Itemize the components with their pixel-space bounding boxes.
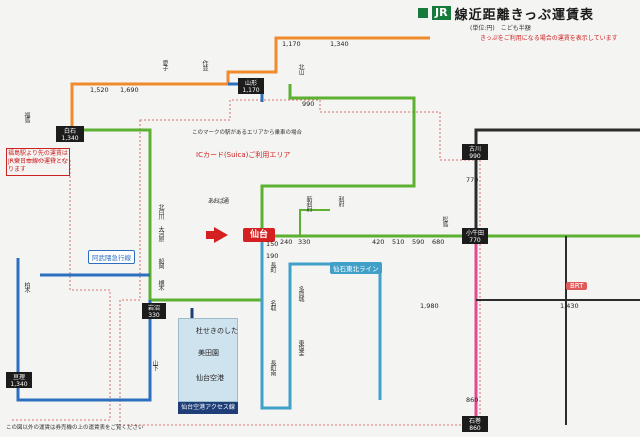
fare-label: 770 xyxy=(466,176,479,184)
senseki-tohoku-line-label: 仙石東北ライン xyxy=(330,262,382,274)
rifu-branch xyxy=(299,209,330,236)
station-sakunami[interactable]: 作並 xyxy=(201,60,208,70)
fare-label: 150 xyxy=(266,240,279,248)
station-natori[interactable]: 名取 xyxy=(269,300,276,310)
station-nagamachi[interactable]: 長町 xyxy=(269,262,276,272)
header-marker-icon xyxy=(418,8,428,18)
station-morisekinoshita[interactable]: 杜せきのした xyxy=(196,327,238,335)
airport-access-title: 仙台空港アクセス線 xyxy=(178,402,238,414)
station-higashi-shiogama[interactable]: 東塩釜 xyxy=(297,340,304,355)
brt-label: BRT xyxy=(566,282,588,290)
station-aoba-dori[interactable]: あおば通 xyxy=(208,198,229,205)
fare-label: 330 xyxy=(298,238,311,246)
station-kitayama[interactable]: 北山 xyxy=(297,64,304,74)
station-mitazono[interactable]: 美田園 xyxy=(198,349,219,357)
fare-label: 510 xyxy=(392,238,405,246)
board-subtitle: (単位:円) こども半額 xyxy=(470,25,531,32)
fare-label: 420 xyxy=(372,238,385,246)
abukuma-line-label: 阿武隈急行線 xyxy=(88,250,135,264)
board-header: JR 線近距離きっぷ運賃表 xyxy=(418,3,594,23)
station-funaoka[interactable]: 船岡 xyxy=(157,258,164,268)
station-matsushima[interactable]: 松島 xyxy=(441,216,448,226)
board-title: 線近距離きっぷ運賃表 xyxy=(454,7,595,23)
current-station-arrow-icon xyxy=(214,227,228,243)
rikuu-line xyxy=(474,128,640,236)
fare-label: 590 xyxy=(412,238,425,246)
ic-area-border xyxy=(119,99,481,426)
fare-label: 1,520 xyxy=(90,86,109,94)
station-kita-shirakawa[interactable]: 北白川 xyxy=(157,204,164,219)
station-fukushima[interactable]: 福島 xyxy=(23,112,30,122)
airport-access-panel xyxy=(178,318,238,402)
current-station-arrow-shaft xyxy=(206,231,215,239)
station-sendai[interactable]: 仙台 xyxy=(243,228,275,242)
station-yamashita[interactable]: 山下 xyxy=(151,360,158,370)
fare-label: 990 xyxy=(302,100,315,108)
fare-label: 680 xyxy=(432,238,445,246)
station-sendai-airport[interactable]: 仙台空港 xyxy=(196,374,224,382)
fare-label: 1,690 xyxy=(120,86,139,94)
fare-label: 860 xyxy=(466,396,479,404)
station-shin-rifu[interactable]: 新利府 xyxy=(305,196,312,211)
senseki-line xyxy=(260,236,382,410)
ic-mark-note: このマークの駅があるエリアから乗車の場合 xyxy=(192,130,303,136)
footnote: この図以外の運賃は券売機の上の運賃表をご覧ください xyxy=(6,425,144,431)
jr-logo: JR xyxy=(432,6,451,20)
ic-area-label: ICカード(Suica)ご利用エリア xyxy=(196,151,291,159)
fare-label: 1,340 xyxy=(330,40,349,48)
station-rifu[interactable]: 利府 xyxy=(337,196,344,206)
tohoku-line-main xyxy=(260,84,416,230)
fare-label: 1,430 xyxy=(560,302,579,310)
station-tsukinoki[interactable]: 槻木 xyxy=(157,280,164,290)
ic-area-border-west xyxy=(10,159,111,421)
station-ogawara[interactable]: 大河原 xyxy=(157,226,164,241)
abukuma-line xyxy=(16,258,152,402)
fare-label: 1,170 xyxy=(282,40,301,48)
station-nagaokaishi[interactable]: 長町南 xyxy=(269,360,276,375)
fukushima-note: 福島駅より先の運賃はJR東日本線の運賃となります xyxy=(6,148,70,176)
fare-label: 1,980 xyxy=(420,302,439,310)
senzan-line xyxy=(70,36,430,130)
board-note: きっぷをご利用になる場合の運賃を表示しています xyxy=(480,35,618,42)
fare-label: 240 xyxy=(280,238,293,246)
station-ayashi[interactable]: 愛子 xyxy=(161,60,168,70)
station-tagajo[interactable]: 多賀城 xyxy=(297,286,304,301)
fare-label: 190 xyxy=(266,252,279,260)
station-kashiwagi[interactable]: 柏木 xyxy=(23,282,30,292)
